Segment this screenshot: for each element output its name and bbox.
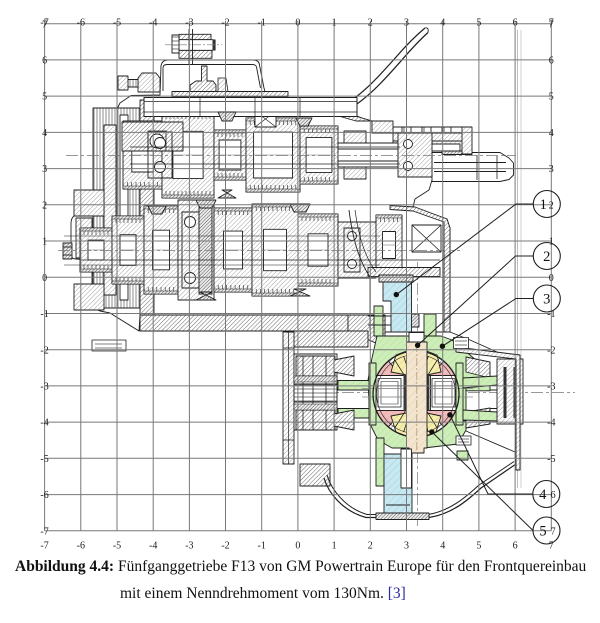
svg-text:-1: -1 [547, 309, 555, 320]
svg-text:0: 0 [549, 273, 554, 284]
svg-text:6: 6 [42, 56, 47, 67]
svg-text:1: 1 [332, 541, 337, 552]
svg-text:4: 4 [549, 128, 554, 139]
svg-text:2: 2 [368, 17, 373, 28]
svg-text:0: 0 [42, 273, 47, 284]
svg-text:3: 3 [42, 164, 47, 175]
svg-text:-4: -4 [149, 17, 157, 28]
svg-text:1: 1 [42, 237, 47, 248]
svg-text:3: 3 [404, 17, 409, 28]
svg-text:-1: -1 [258, 541, 266, 552]
svg-text:-3: -3 [547, 382, 555, 393]
svg-text:-7: -7 [40, 17, 48, 28]
svg-text:-2: -2 [221, 541, 229, 552]
svg-text:-1: -1 [40, 309, 48, 320]
svg-text:-5: -5 [113, 541, 121, 552]
svg-text:3: 3 [549, 164, 554, 175]
svg-text:-3: -3 [185, 541, 193, 552]
svg-text:-4: -4 [40, 418, 48, 429]
svg-text:5: 5 [549, 92, 554, 103]
svg-text:2: 2 [543, 249, 550, 265]
svg-text:-3: -3 [40, 382, 48, 393]
svg-text:6: 6 [551, 490, 556, 501]
svg-text:4: 4 [440, 17, 445, 28]
svg-text:1: 1 [332, 17, 337, 28]
svg-text:5: 5 [539, 523, 546, 539]
svg-text:3: 3 [404, 541, 409, 552]
svg-text:-5: -5 [40, 454, 48, 465]
svg-text:1: 1 [540, 197, 547, 213]
svg-text:4: 4 [539, 487, 547, 503]
svg-text:7: 7 [42, 19, 47, 30]
svg-text:7: 7 [549, 17, 554, 28]
svg-text:-3: -3 [185, 17, 193, 28]
svg-text:-6: -6 [77, 17, 85, 28]
svg-text:2: 2 [368, 541, 373, 552]
svg-text:0: 0 [295, 17, 300, 28]
svg-text:-5: -5 [113, 17, 121, 28]
svg-text:4: 4 [42, 128, 47, 139]
svg-text:-6: -6 [40, 490, 48, 501]
svg-text:3: 3 [543, 291, 550, 307]
svg-text:-5: -5 [547, 454, 555, 465]
svg-text:-7: -7 [40, 526, 48, 537]
svg-text:7: 7 [549, 541, 554, 552]
svg-text:-2: -2 [221, 17, 229, 28]
svg-text:5: 5 [42, 92, 47, 103]
svg-text:7: 7 [551, 526, 556, 537]
svg-text:-2: -2 [547, 345, 555, 356]
svg-text:4: 4 [440, 541, 445, 552]
svg-text:6: 6 [513, 17, 518, 28]
svg-text:-2: -2 [40, 345, 48, 356]
svg-text:-4: -4 [547, 418, 555, 429]
svg-text:2: 2 [42, 200, 47, 211]
svg-text:2: 2 [549, 200, 554, 211]
svg-text:-4: -4 [149, 541, 157, 552]
svg-text:0: 0 [295, 541, 300, 552]
svg-text:7: 7 [549, 19, 554, 30]
svg-text:-6: -6 [77, 541, 85, 552]
svg-text:5: 5 [476, 541, 481, 552]
svg-text:-1: -1 [258, 17, 266, 28]
svg-text:-7: -7 [40, 541, 48, 552]
svg-text:6: 6 [549, 56, 554, 67]
svg-text:5: 5 [476, 17, 481, 28]
svg-text:1: 1 [549, 237, 554, 248]
svg-text:6: 6 [513, 541, 518, 552]
